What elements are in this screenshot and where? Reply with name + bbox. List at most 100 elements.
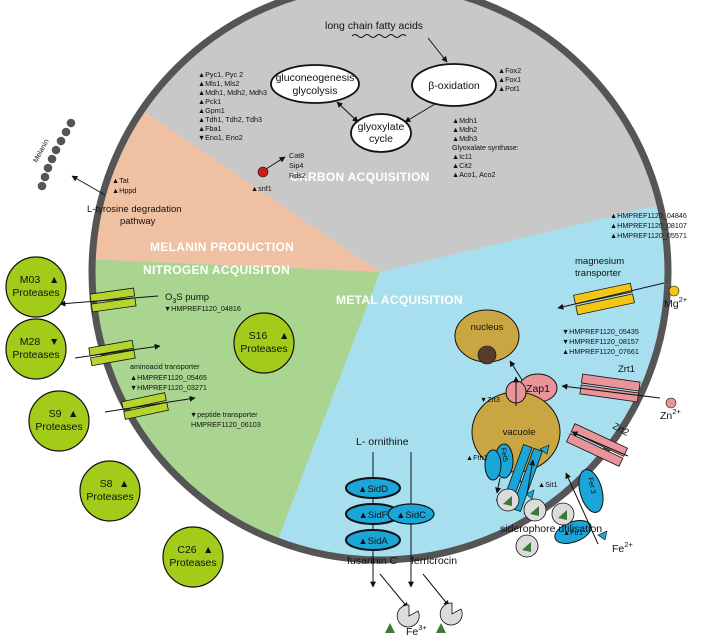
mg-arrow xyxy=(557,282,665,310)
melanin-title: MELANIN PRODUCTION xyxy=(150,240,294,254)
fet5-label: Fet5 xyxy=(499,447,510,463)
zrt2-arrow xyxy=(571,431,629,457)
zn-ion xyxy=(665,397,677,409)
glyox-label-1: glyoxylate xyxy=(358,121,405,133)
zrt1-arrow xyxy=(561,383,661,399)
gene: ▲Ic11 xyxy=(452,152,472,161)
zrt2-transporter xyxy=(565,423,629,467)
o3s-pump xyxy=(89,287,137,313)
protease-m03: M03 ▲ Proteases xyxy=(5,256,67,318)
mg-label-2: transporter xyxy=(575,268,621,279)
o3s-gene: ▼HMPREF1120_04816 xyxy=(164,304,241,313)
gene: ▲Aco1, Aco2 xyxy=(452,170,496,179)
sit1-arrow xyxy=(526,459,536,495)
nitrogen-group: O3S pump ▼HMPREF1120_04816 aminoacid tra… xyxy=(59,287,295,429)
tat-label: ▲Tat xyxy=(112,176,129,185)
snf1-label: ▲snf1 xyxy=(251,184,272,193)
hppd-label: ▲Hppd xyxy=(112,186,136,195)
protease-s8: S8 ▲ Proteases xyxy=(79,460,141,522)
s16-protease xyxy=(233,312,295,374)
peptide-label: ▼peptide transporter xyxy=(190,410,258,419)
protease-name: S8 xyxy=(100,478,113,490)
zn-gene-3: ▲HMPREF1120_07661 xyxy=(562,347,639,356)
tyrosine-label-1: L-tyrosine degradation xyxy=(87,204,182,215)
vacuole-label: vacuole xyxy=(503,427,536,438)
fusarinin-label: fusarinin C xyxy=(347,555,398,567)
external-siderophores: siderophore utilisation Fe3+ xyxy=(379,488,602,638)
glyox-gluco-arrow xyxy=(336,101,359,123)
lcfa-squiggle xyxy=(351,34,407,38)
gene: ▲Pot1 xyxy=(498,84,520,93)
zrt1-label: Zrt1 xyxy=(618,364,635,375)
gene: ▲Mdh1, Mdh2, Mdh3 xyxy=(198,88,267,97)
fe3-triangle xyxy=(385,623,395,633)
fth1-arrow xyxy=(495,477,502,494)
gluco-label: gluconeogenesis xyxy=(276,72,355,84)
s16-arrow: ▲ xyxy=(279,330,289,342)
fe-triangle xyxy=(525,489,535,500)
cell xyxy=(92,0,668,560)
siderophore xyxy=(551,502,575,526)
peptide-gene: HMPREF1120_06103 xyxy=(191,420,261,429)
protease-text: Proteases xyxy=(12,287,59,299)
snf1-dot xyxy=(257,166,269,178)
gene: ▼Eno1, Eno2 xyxy=(198,133,243,142)
fe3-triangle xyxy=(436,623,446,633)
sidf-node: ▲SidF xyxy=(345,503,401,525)
zap1-label: Zap1 xyxy=(526,383,550,395)
zap1-arrow xyxy=(509,360,523,381)
nucleus-label: nucleus xyxy=(471,322,504,333)
gene: ▲Mdh2 xyxy=(452,125,477,134)
peptide-transporter xyxy=(121,392,169,420)
nitrogen-title: NITROGEN ACQUISITON xyxy=(143,263,290,277)
outer-proteases: M03 ▲ Proteases M28 ▼ Proteases S9 ▲ Pro… xyxy=(5,256,224,588)
gene: ▲Fox1 xyxy=(498,75,521,84)
zn-gene-1: ▼HMPREF1120_05435 xyxy=(562,327,639,336)
tyrosine-label-2: pathway xyxy=(120,216,156,227)
lcfa-label: long chain fatty acids xyxy=(325,20,423,32)
snf1-arrow xyxy=(265,156,286,170)
protease-name: C26 xyxy=(177,544,196,556)
glyco-label: glycolysis xyxy=(293,85,338,97)
gene: ▲Mdh1 xyxy=(452,116,477,125)
gene: ▲Pck1 xyxy=(198,97,221,106)
gene: ▲Mdh3 xyxy=(452,134,477,143)
protease-name: S9 xyxy=(49,408,62,420)
o3s-label: O3S pump xyxy=(165,292,209,305)
melanin-label: Melanin xyxy=(31,137,51,163)
rds2-label: Rds2 xyxy=(289,171,306,180)
siderophore xyxy=(515,534,539,558)
melanin-arrow xyxy=(71,175,106,196)
beta-glyox-arrow xyxy=(404,103,436,123)
gene: Glyoxalate synthase: xyxy=(452,143,519,152)
mg-gene-3: ▲HMPREF1120_05571 xyxy=(610,231,687,240)
zrt3-label: ▼Zrt3 xyxy=(480,395,500,404)
fet3-label: Fet 3 xyxy=(586,477,598,495)
up-arrow: ▲ xyxy=(203,544,213,556)
beta-oxidation-node xyxy=(411,63,497,107)
up-arrow: ▲ xyxy=(49,274,59,286)
peptide-arrow xyxy=(104,395,196,413)
nucleolus xyxy=(477,345,497,365)
melanin-sector xyxy=(92,110,380,272)
aa-label: aminoacid transporter xyxy=(130,362,200,371)
ferricrocin-out-arrow xyxy=(422,573,450,607)
protease-c26: C26 ▲ Proteases xyxy=(162,526,224,588)
fe3-label: Fe3+ xyxy=(406,623,427,638)
sit1-label: ▲Sit1 xyxy=(538,480,558,489)
sida-node: ▲SidA xyxy=(345,529,401,551)
sidero-label: siderophore utilisation xyxy=(500,523,602,535)
gene: ▲Gpm1 xyxy=(198,106,225,115)
aa-gene-1: ▲HMPREF1120_05465 xyxy=(130,373,207,382)
protease-text: Proteases xyxy=(35,421,82,433)
protease-s9: S9 ▲ Proteases xyxy=(28,390,90,452)
fusarinin-out-arrow xyxy=(379,573,409,609)
metal-title: METAL ACQUISITION xyxy=(336,293,463,307)
zrt1-transporter xyxy=(579,373,641,403)
ornithine-label: L- ornithine xyxy=(356,436,409,448)
zn-ion-label: Zn2+ xyxy=(660,407,681,422)
protease-name: M28 xyxy=(20,336,41,348)
protease-name: M03 xyxy=(20,274,41,286)
gene: ▲Fba1 xyxy=(198,124,222,133)
